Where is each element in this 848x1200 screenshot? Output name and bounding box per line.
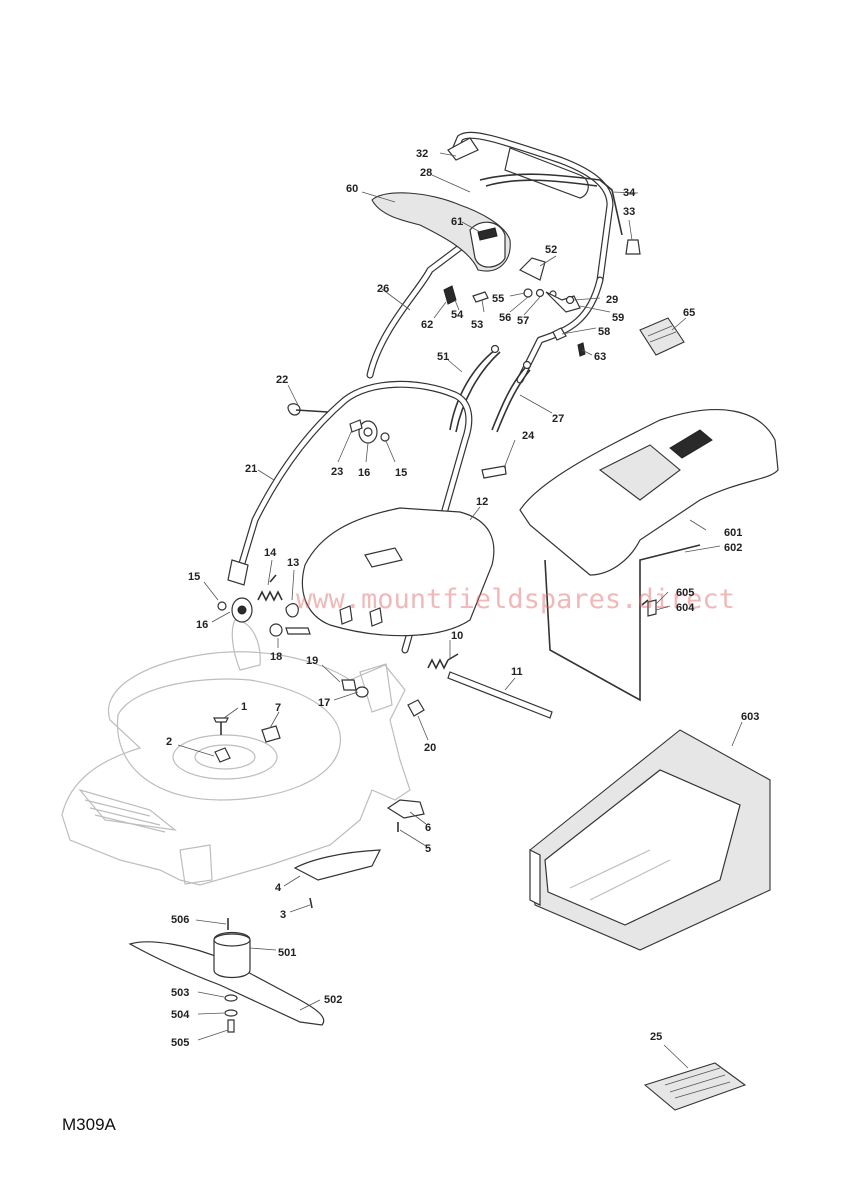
callout-24: 24 — [522, 430, 535, 442]
callout-52: 52 — [545, 244, 557, 256]
callout-33: 33 — [623, 206, 635, 218]
callout-7: 7 — [275, 702, 281, 714]
callout-60: 60 — [346, 183, 358, 195]
callout-1: 1 — [241, 701, 247, 713]
callout-12: 12 — [476, 496, 488, 508]
callout-10: 10 — [451, 630, 463, 642]
callout-17: 17 — [318, 697, 330, 709]
rear-flap — [301, 507, 495, 637]
bail-bar — [479, 173, 641, 255]
callout-54: 54 — [451, 309, 464, 321]
hardware-pack — [643, 1062, 747, 1111]
callout-506: 506 — [171, 914, 189, 926]
callout-65: 65 — [683, 307, 695, 319]
callout-605: 605 — [676, 587, 694, 599]
callout-63: 63 — [594, 351, 606, 363]
callout-3: 3 — [280, 909, 286, 921]
watermark: www.mountfieldspares.direct — [296, 584, 735, 615]
cables — [449, 344, 532, 433]
callout-28: 28 — [420, 167, 432, 179]
callout-505: 505 — [171, 1037, 189, 1049]
callout-604: 604 — [676, 602, 695, 614]
drawing-code: M309A — [62, 1115, 117, 1134]
callout-13: 13 — [287, 557, 299, 569]
callout-15-lower: 15 — [188, 571, 200, 583]
callout-56: 56 — [499, 312, 511, 324]
callout-16-upper: 16 — [358, 467, 370, 479]
callout-14: 14 — [264, 547, 277, 559]
callout-58: 58 — [598, 326, 610, 338]
callout-601: 601 — [724, 527, 742, 539]
callout-29: 29 — [606, 294, 618, 306]
callout-23: 23 — [331, 466, 343, 478]
callout-11: 11 — [511, 666, 523, 678]
callout-15-upper: 15 — [395, 467, 407, 479]
rear-left-hardware — [217, 574, 311, 637]
callout-25: 25 — [650, 1031, 662, 1043]
callout-504: 504 — [171, 1009, 190, 1021]
lower-handle — [227, 380, 473, 654]
callouts: 32 28 34 33 60 61 52 26 55 29 54 53 56 5… — [166, 148, 759, 1069]
blade-assembly — [128, 918, 325, 1033]
callout-19: 19 — [306, 655, 318, 667]
callout-502: 502 — [324, 994, 342, 1006]
handle-cover — [371, 192, 511, 272]
callout-501: 501 — [278, 947, 296, 959]
knob-bolts — [287, 403, 507, 479]
rear-right-hardware — [341, 653, 553, 719]
mower-deck-ghost — [61, 619, 411, 886]
callout-602: 602 — [724, 542, 742, 554]
callout-55: 55 — [492, 293, 504, 305]
callout-32: 32 — [416, 148, 428, 160]
callout-6: 6 — [425, 822, 431, 834]
callout-5: 5 — [425, 843, 431, 855]
callout-53: 53 — [471, 319, 483, 331]
callout-57: 57 — [517, 315, 529, 327]
callout-21: 21 — [245, 463, 257, 475]
callout-503: 503 — [171, 987, 189, 999]
grass-bag-top — [519, 409, 779, 702]
callout-16-lower: 16 — [196, 619, 208, 631]
callout-26: 26 — [377, 283, 389, 295]
callout-61: 61 — [451, 216, 463, 228]
callout-603: 603 — [741, 711, 759, 723]
callout-62: 62 — [421, 319, 433, 331]
callout-22: 22 — [276, 374, 288, 386]
callout-27: 27 — [552, 413, 564, 425]
callout-2: 2 — [166, 736, 172, 748]
upper-hardware — [443, 257, 685, 357]
callout-4: 4 — [275, 882, 282, 894]
callout-18: 18 — [270, 651, 282, 663]
deck-hardware — [213, 717, 425, 909]
callout-34: 34 — [623, 187, 636, 199]
callout-20: 20 — [424, 742, 436, 754]
callout-51: 51 — [437, 351, 449, 363]
upper-handle — [366, 131, 614, 384]
grass-bag — [529, 729, 771, 951]
callout-59: 59 — [612, 312, 624, 324]
